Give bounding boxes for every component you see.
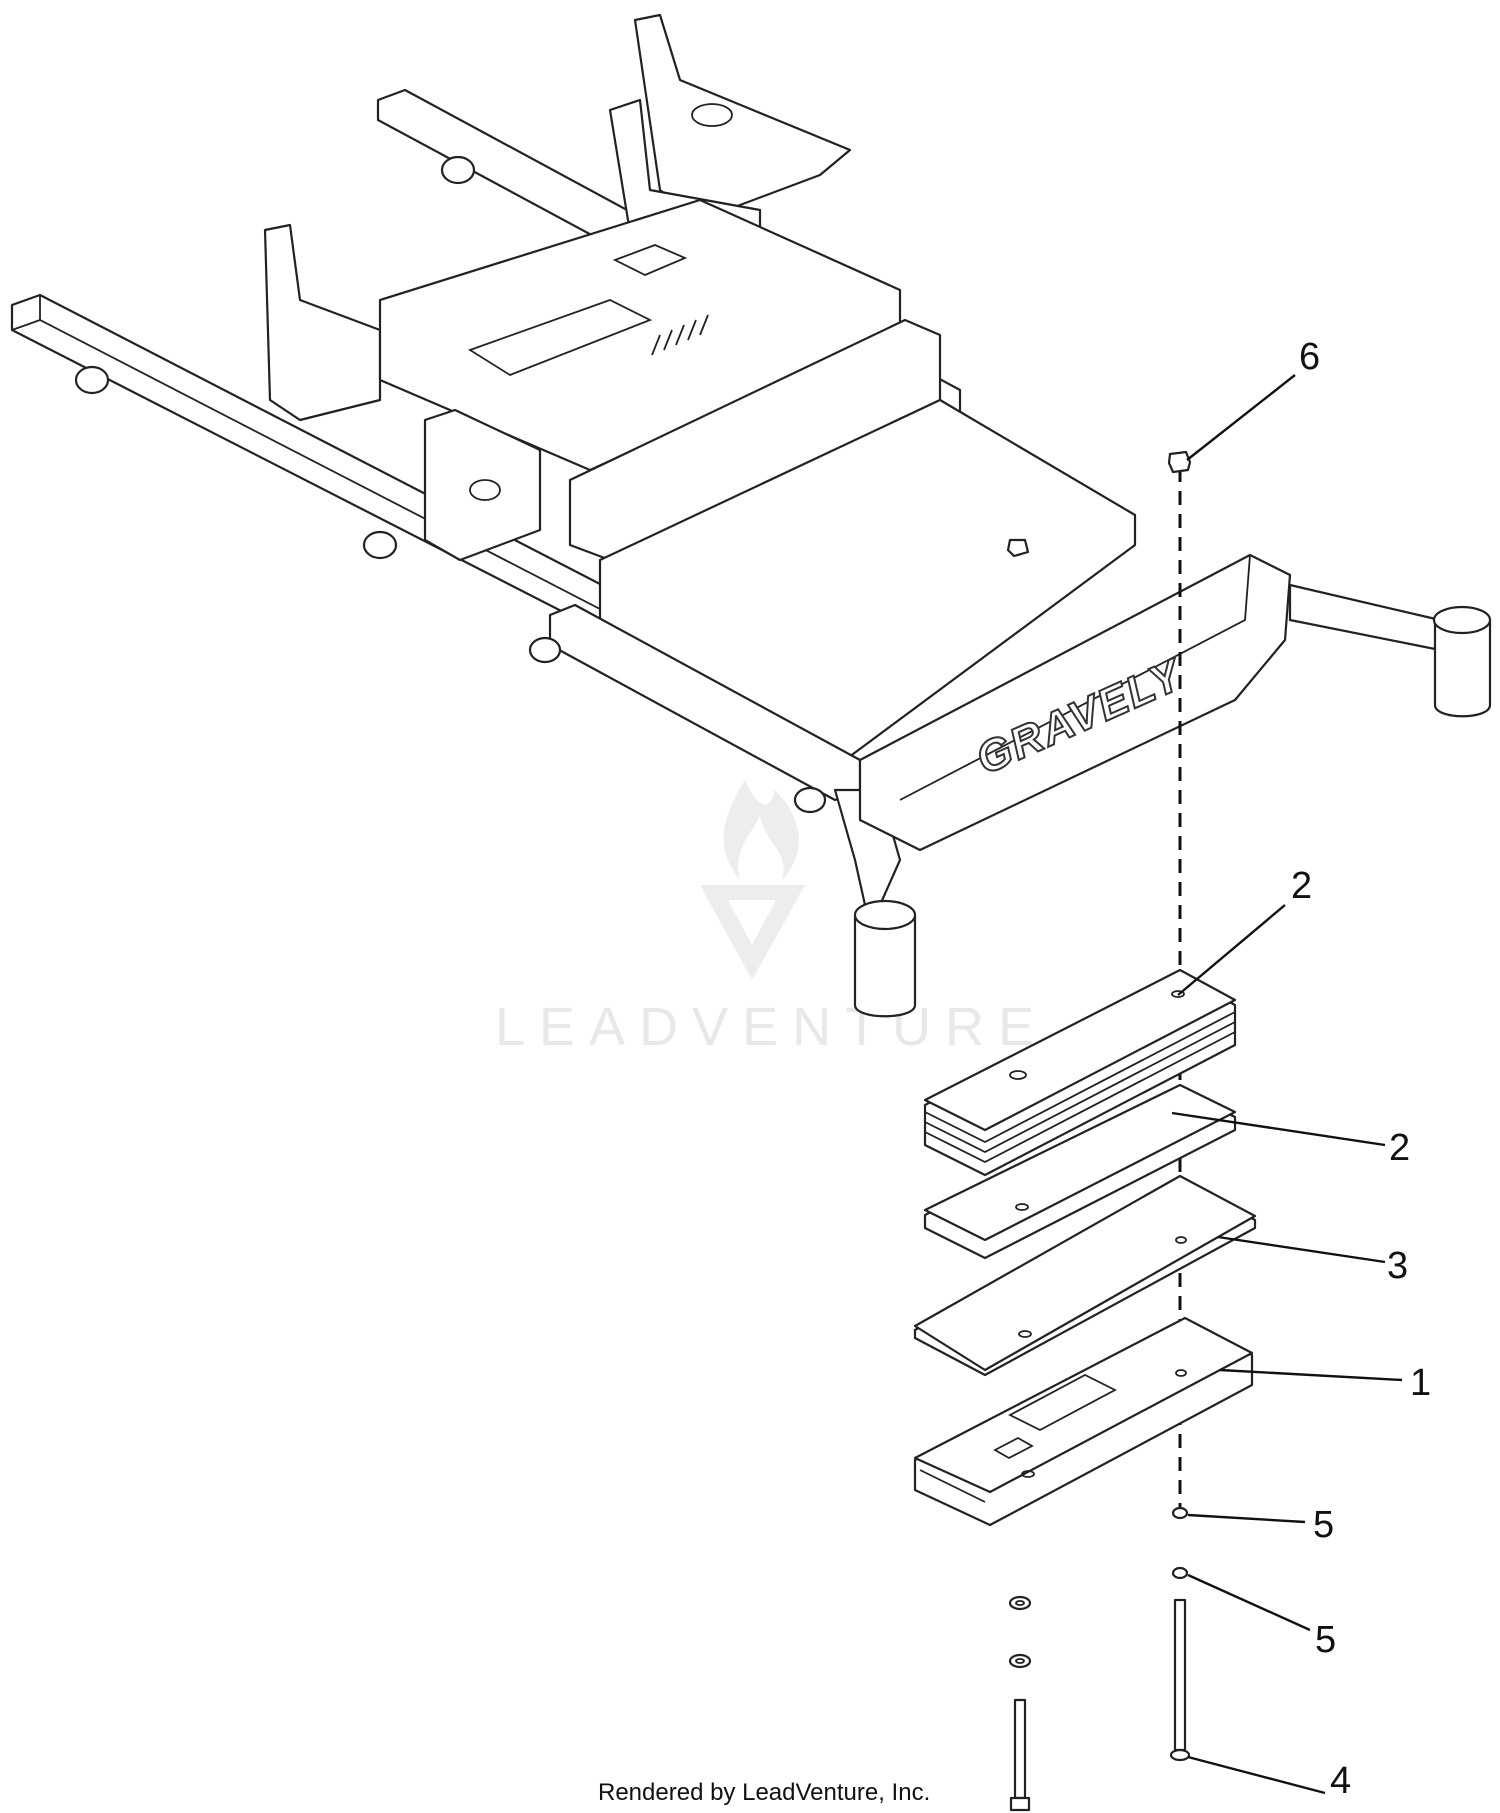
part-weight-plate-2 bbox=[923, 1083, 1237, 1260]
watermark-text: LEADVENTURE bbox=[495, 997, 1048, 1057]
watermark: LEADVENTURE bbox=[495, 780, 1048, 1057]
leader-5b bbox=[1187, 1573, 1311, 1632]
callout-5-upper: 5 bbox=[1313, 1504, 1334, 1546]
part-washer-5a bbox=[1171, 1506, 1189, 1520]
part-plate-3 bbox=[913, 1174, 1257, 1377]
callout-2-top: 2 bbox=[1291, 865, 1312, 907]
callout-numbers: 6 2 2 3 1 5 5 4 bbox=[1291, 336, 1431, 1802]
part-washer-left-bottom bbox=[1008, 1653, 1032, 1669]
leader-1 bbox=[1219, 1368, 1403, 1382]
leader-6 bbox=[1186, 374, 1296, 461]
watermark-v-icon bbox=[700, 885, 805, 980]
part-washer-5b bbox=[1171, 1566, 1189, 1580]
callout-3: 3 bbox=[1387, 1245, 1408, 1287]
mower-frame bbox=[10, 13, 1492, 1018]
callout-4: 4 bbox=[1330, 1760, 1351, 1802]
leader-lines bbox=[1171, 374, 1403, 1795]
leader-4 bbox=[1187, 1755, 1326, 1795]
part-nut-6 bbox=[1167, 450, 1192, 474]
part-washer-left-top bbox=[1008, 1595, 1032, 1611]
part-bracket-1 bbox=[913, 1316, 1254, 1527]
footer-credit: Rendered by LeadVenture, Inc. bbox=[598, 1779, 930, 1806]
part-weight-stack-2 bbox=[923, 968, 1237, 1177]
callout-5-lower: 5 bbox=[1315, 1619, 1336, 1661]
callout-1: 1 bbox=[1410, 1362, 1431, 1404]
leader-3 bbox=[1217, 1235, 1386, 1264]
part-bolt-left bbox=[1009, 1698, 1031, 1812]
part-bolt-4 bbox=[1169, 1598, 1191, 1762]
leader-2b bbox=[1171, 1111, 1386, 1147]
leader-2a bbox=[1177, 904, 1286, 996]
callout-6: 6 bbox=[1299, 336, 1320, 378]
callout-2-middle: 2 bbox=[1389, 1127, 1410, 1169]
leader-5a bbox=[1187, 1513, 1306, 1524]
watermark-flame-icon bbox=[723, 780, 799, 880]
